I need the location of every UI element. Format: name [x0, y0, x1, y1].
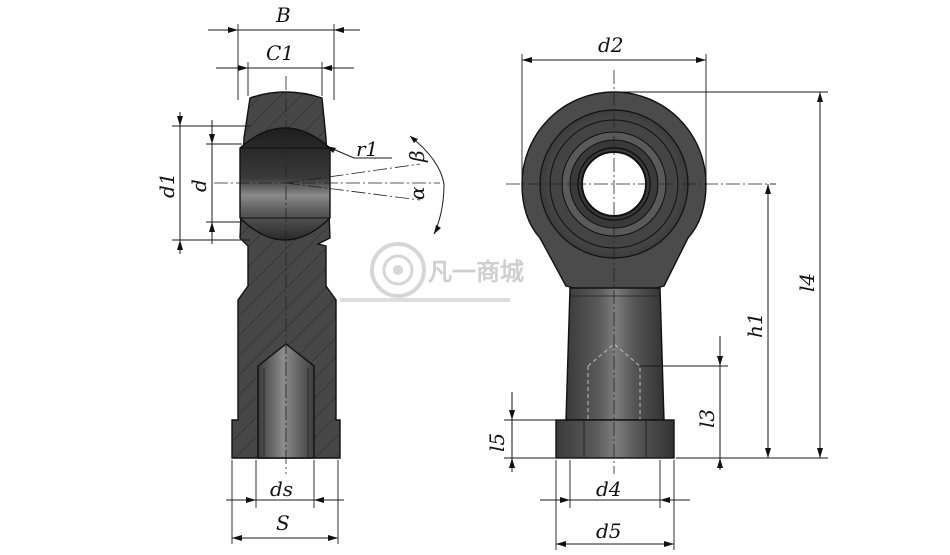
- label-d1: d1: [155, 172, 179, 198]
- label-S: S: [276, 511, 290, 535]
- label-alpha: α: [405, 186, 429, 200]
- label-ds: ds: [270, 477, 293, 501]
- label-C1: C1: [266, 41, 294, 65]
- label-l4: l4: [795, 273, 819, 292]
- label-l5: l5: [485, 433, 509, 452]
- watermark: 凡一商城: [340, 242, 524, 302]
- label-l3: l3: [695, 409, 719, 428]
- label-r1: r1: [356, 137, 378, 161]
- label-d2: d2: [598, 33, 624, 57]
- side-view: B C1 d1 d r1 β α ds: [155, 3, 445, 544]
- front-view: d2 l4 h1 l3 l5 d4 d5: [485, 33, 828, 550]
- label-B: B: [275, 3, 291, 27]
- label-d: d: [187, 179, 211, 192]
- label-h1: h1: [743, 312, 767, 338]
- front-view-shank: [565, 287, 665, 421]
- watermark-text: 凡一商城: [428, 258, 524, 286]
- label-beta: β: [405, 150, 429, 163]
- front-view-hex-base: [555, 419, 675, 459]
- label-d5: d5: [596, 519, 622, 543]
- side-view-ball: [239, 127, 331, 241]
- label-d4: d4: [596, 477, 622, 501]
